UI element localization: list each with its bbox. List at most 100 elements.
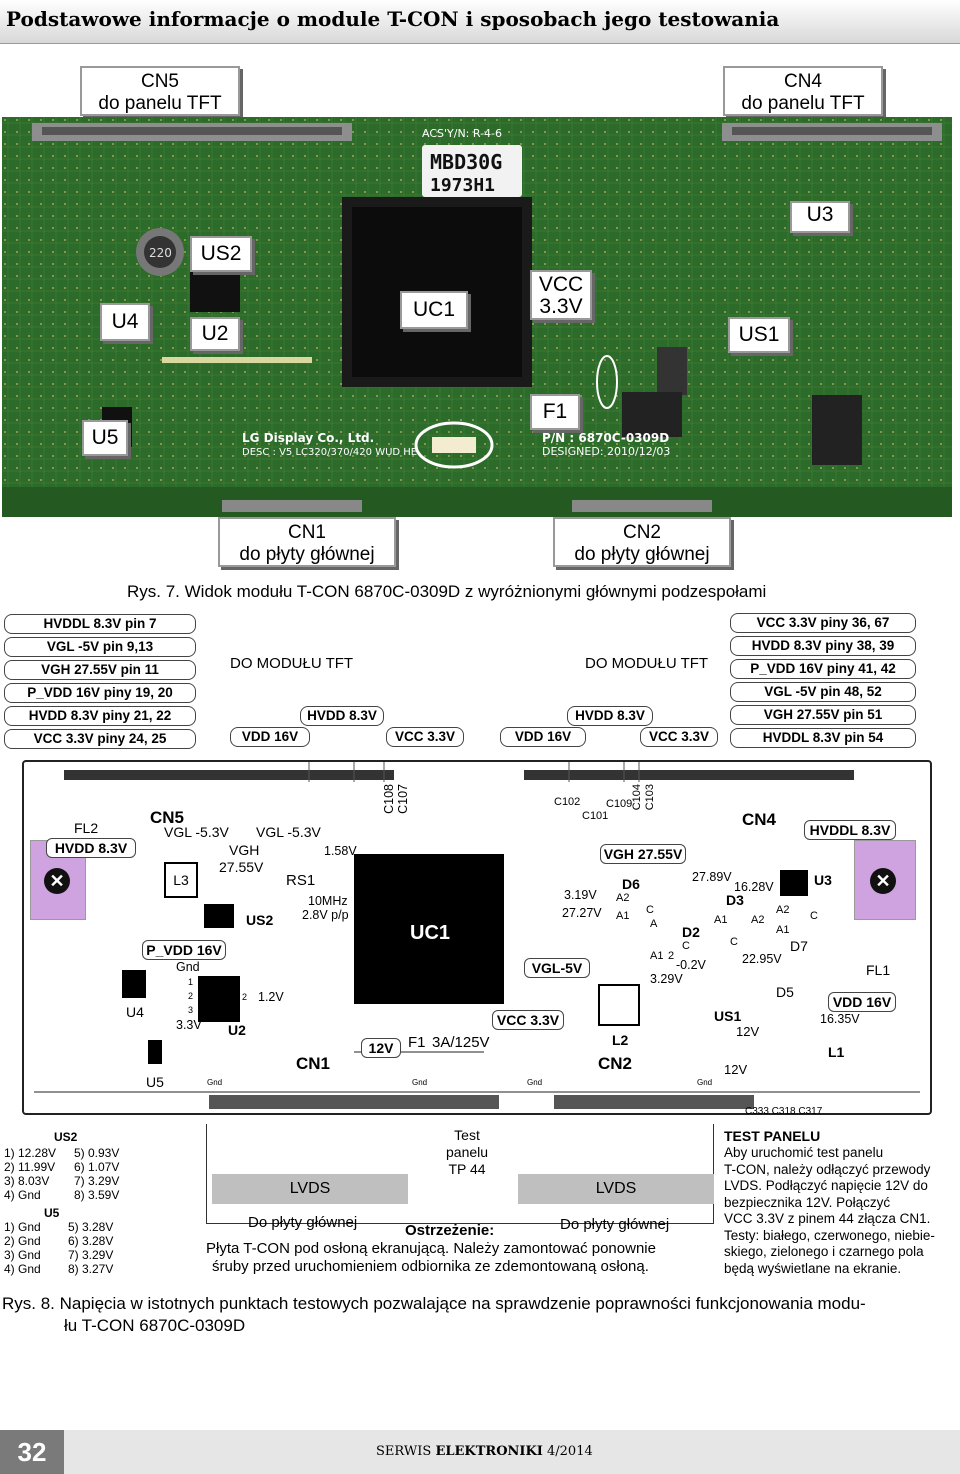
d3-c: C [730,936,738,948]
vgl5-box: VGL-5V [524,958,590,978]
f1-rating: 3A/125V [432,1034,490,1051]
tft-right-text: DO MODUŁU TFT [585,655,709,672]
tp-line: będą wyświetlane na ekranie. [724,1260,902,1276]
pcb-model-text: MBD30G [430,150,502,174]
page-title: Podstawowe informacje o module T-CON i s… [6,7,780,31]
pcb-ref-text: ACS'Y/N: R-4-6 [422,127,502,140]
l3-inductor: L3 [164,862,198,898]
right-label-2: HVDD 8.3V piny 38, 39 [730,636,916,656]
callout-cn4-line2: do panelu TFT [741,93,865,114]
v158-label: 1.58V [324,844,357,858]
d3-a2: A2 [751,914,765,926]
c102-label: C102 [554,796,581,808]
u2-chip [198,976,240,1022]
l2-label: L2 [612,1032,629,1048]
pcb-lg-text: LG Display Co., Ltd. [242,431,374,445]
d7-c: C [810,910,818,922]
gnd-2: Gnd [412,1078,428,1087]
vm02-label: -0.2V [676,958,706,972]
gnd-1: Gnd [207,1078,223,1087]
label-u3: U3 [790,201,850,233]
us2-item: 3) 8.03V [4,1174,50,1188]
us2-item: 8) 3.59V [74,1188,120,1202]
vdd16-box: VDD 16V [828,992,896,1012]
right-label-1: VCC 3.3V piny 36, 67 [730,613,916,633]
cn1-label: CN1 [296,1054,331,1073]
callout-cn5-line1: CN5 [140,71,179,92]
u5-item: 7) 3.29V [68,1248,114,1262]
test-panel-title: TEST PANELU [724,1128,821,1144]
right-label-3: P_VDD 16V piny 41, 42 [730,659,916,679]
left-label-4: P_VDD 16V piny 19, 20 [4,683,196,703]
left-label-5: HVDD 8.3V piny 21, 22 [4,706,196,726]
hvddl-box: HVDDL 8.3V [804,820,896,840]
u5-label: U5 [146,1074,164,1090]
tp-line: LVDS. Podłączyć napięcie 12V do [724,1178,928,1193]
schematic-board: ✕ ✕ FL2 HVDD 8.3V CN5 VGL -5.3V VGL -5.3… [22,760,932,1115]
v2295-label: 22.95V [742,952,782,966]
lvds-connector-right: LVDS [518,1174,714,1204]
tft-left-text: DO MODUŁU TFT [230,655,354,672]
magazine-name: SERWIS ELEKTRONIKI 4/2014 [376,1444,593,1459]
us1-label: US1 [714,1008,742,1024]
mount-screw-right-icon: ✕ [870,868,896,894]
magazine-name-part2: ELEKTRONIKI [435,1444,543,1459]
vgh-value: 27.55V [219,859,264,875]
tp-line: VCC 3.3V z pinem 44 złącza CN1. [724,1211,931,1226]
vgl-label-1: VGL -5.3V [164,824,229,840]
page-header: Podstawowe informacje o module T-CON i s… [0,0,960,44]
c109-label: C109 [606,798,633,810]
tft-hvdd-left: HVDD 8.3V [300,706,384,726]
c107-label: C107 [396,784,410,814]
u3-label: U3 [814,872,832,888]
tp-line: Aby uruchomić test panelu [724,1145,884,1160]
tft-vdd-right: VDD 16V [500,727,586,747]
mount-screw-left-icon: ✕ [44,868,70,894]
fl2-label: FL2 [74,820,99,836]
v1635-label: 16.35V [820,1012,860,1026]
figure-8-caption-line1: Rys. 8. Napięcia w istotnych punktach te… [2,1294,866,1313]
d6-c: C [646,904,654,916]
us2-item: 5) 0.93V [74,1146,120,1160]
warning-line1: Płyta T-CON pod osłoną ekranującą. Należ… [206,1240,656,1257]
warning-title: Ostrzeżenie: [405,1222,495,1239]
label-uc1: UC1 [400,291,468,329]
hvdd-box: HVDD 8.3V [46,838,136,858]
do-plyty-left: Do płyty głównej [248,1214,358,1231]
test-line2: panelu [446,1144,489,1160]
pcb-number-text: 1973H1 [430,175,495,196]
callout-cn5-line2: do panelu TFT [98,93,222,114]
u5-title: U5 [44,1206,60,1220]
d3-a1: A1 [714,914,728,926]
v2727-label: 27.27V [562,906,602,920]
tcon-board-photo: MBD30G 1973H1 ACS'Y/N: R-4-6 220 LG Disp… [2,117,952,517]
left-label-6: VCC 3.3V piny 24, 25 [4,729,196,749]
d2-label: D2 [682,924,700,940]
v12-label: 1.2V [258,990,284,1004]
label-u5: U5 [82,420,128,456]
gnd-4: Gnd [697,1078,713,1087]
l1-label: L1 [828,1044,845,1060]
schematic-lines [34,762,920,1109]
warning-line2: śruby przed uruchomieniem odbiornika ze … [212,1258,649,1275]
d6-a: A [650,918,658,930]
left-label-2: VGL -5V pin 9,13 [4,637,196,657]
tp-line: bezpiecznika 12V. Połączyć [724,1194,891,1210]
pin-2: 2 [188,991,194,1001]
u5-item: 6) 3.28V [68,1234,114,1248]
callout-cn4-line1: CN4 [783,71,822,92]
u5-item: 1) Gnd [4,1220,41,1234]
v2789-label: 27.89V [692,870,732,884]
us2-item: 2) 11.99V [4,1160,56,1174]
magazine-name-part1: SERWIS [376,1444,432,1459]
pin-3: 3 [188,1005,194,1015]
lvds-connector-left: LVDS [212,1174,408,1204]
cn5-label: CN5 [150,808,185,827]
d6-label: D6 [622,876,640,892]
